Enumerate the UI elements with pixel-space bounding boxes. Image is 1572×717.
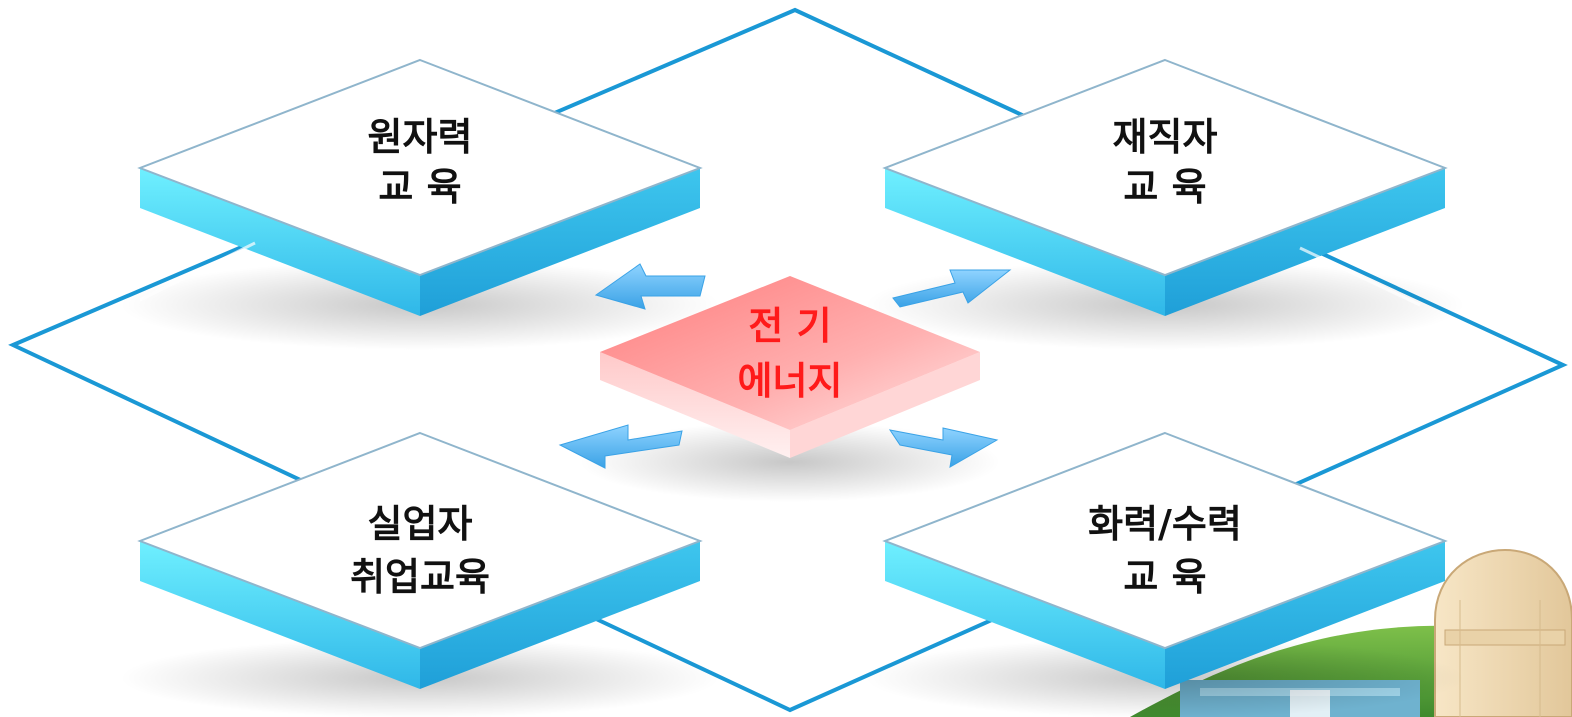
arrow-to-bottom-left (558, 424, 683, 469)
arrow-to-bottom-right (888, 427, 999, 468)
center-shadow (580, 422, 1000, 502)
node-bottom-right: 화력/수력 교 육 (865, 431, 1465, 717)
node-bottom-right-line1: 화력/수력 (1088, 502, 1242, 546)
center-line1: 전 기 (748, 304, 831, 348)
node-top-left: 원자력 교 육 (120, 58, 720, 350)
center-node: 전 기 에너지 (600, 276, 980, 458)
node-top-left-line1: 원자력 (368, 115, 473, 159)
node-top-right-line1: 재직자 (1113, 115, 1218, 159)
arrow-to-top-right (892, 269, 1012, 308)
node-bottom-left-line2: 취업교육 (350, 555, 490, 599)
node-top-right-line2: 교 육 (1123, 165, 1206, 209)
node-bottom-left: 실업자 취업교육 (120, 431, 720, 717)
node-top-right: 재직자 교 육 (865, 58, 1465, 350)
arrow-to-top-left (594, 263, 706, 310)
node-bottom-right-line2: 교 육 (1123, 555, 1206, 599)
node-top-left-line2: 교 육 (378, 165, 461, 209)
center-line2: 에너지 (738, 359, 843, 403)
node-bottom-left-line1: 실업자 (368, 502, 473, 546)
